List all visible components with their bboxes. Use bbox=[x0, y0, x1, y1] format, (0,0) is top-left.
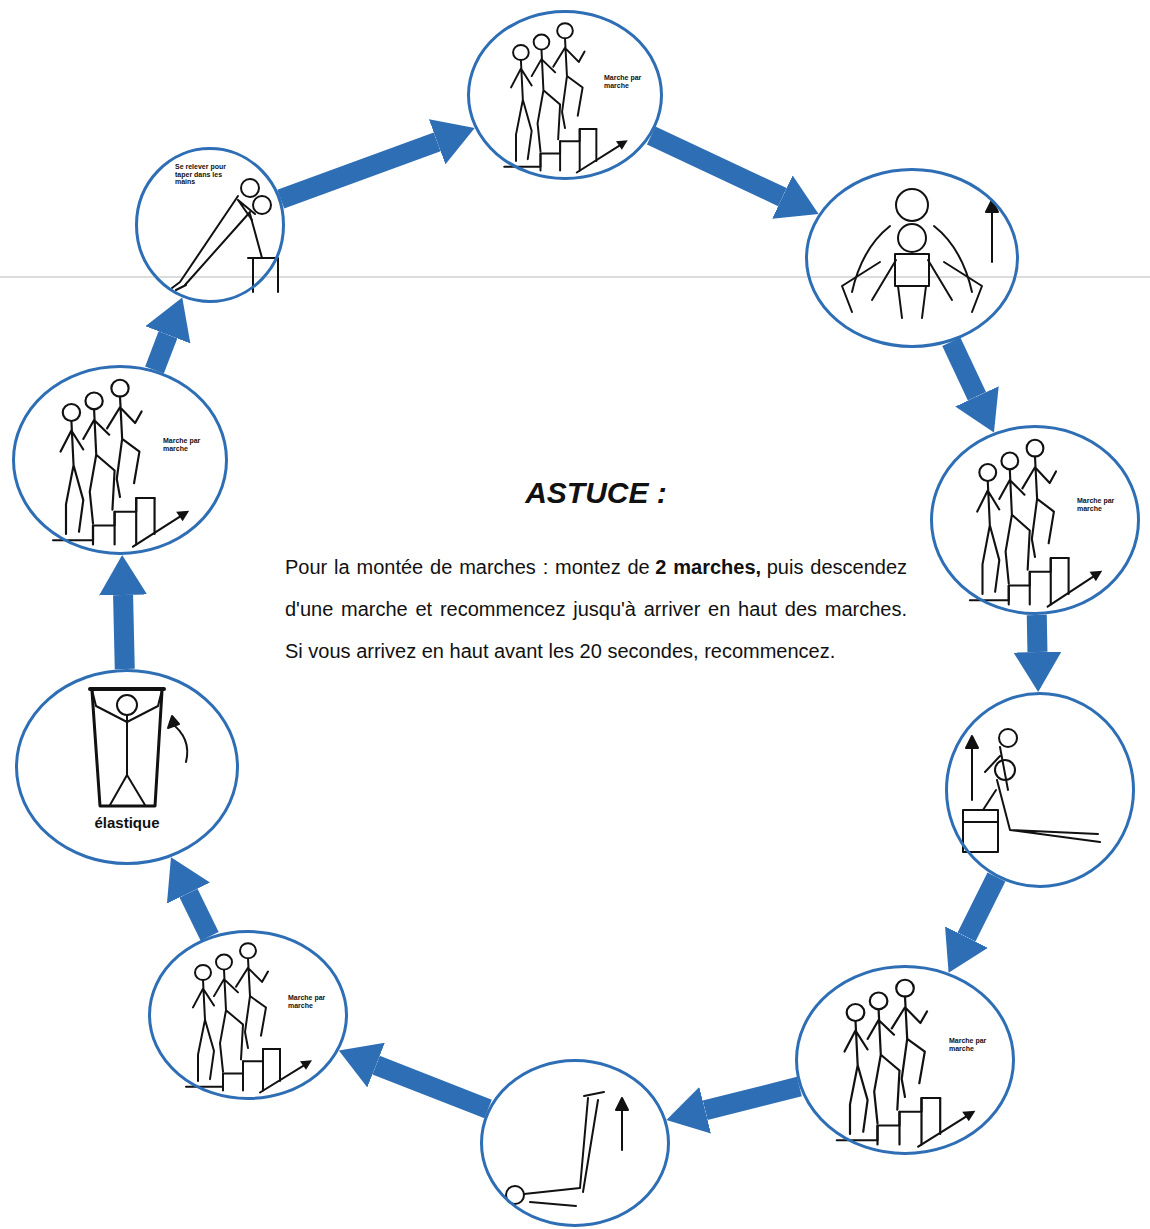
push-up-figure bbox=[172, 179, 278, 292]
circle-outline bbox=[480, 1059, 670, 1227]
figure-part bbox=[872, 260, 952, 318]
exercise-circle: Se relever pour taper dans les mains bbox=[135, 147, 285, 303]
circle-outline bbox=[947, 694, 1134, 887]
exercise-circle: élastique bbox=[15, 669, 239, 865]
figure-part bbox=[896, 189, 928, 221]
figure-part bbox=[117, 695, 137, 715]
circle-outline bbox=[12, 365, 228, 555]
exercise-circle: Marche par marche bbox=[795, 965, 1015, 1155]
figure-part bbox=[92, 691, 162, 806]
stairs-figure bbox=[53, 380, 189, 547]
flow-arrow bbox=[651, 135, 782, 197]
exercise-circle bbox=[945, 692, 1135, 888]
circle-outline bbox=[945, 692, 1135, 888]
exercise-circle: Marche par marche bbox=[12, 365, 228, 555]
exercise-label: Se relever pour taper dans les mains bbox=[175, 163, 237, 186]
stairs-figure bbox=[504, 23, 627, 172]
flow-arrow bbox=[951, 342, 977, 397]
circle-outline bbox=[17, 671, 238, 864]
figure-part bbox=[90, 687, 164, 691]
scan-line bbox=[0, 277, 1150, 278]
figure-part bbox=[168, 716, 179, 728]
figure-part bbox=[985, 747, 1008, 790]
figure-part bbox=[110, 775, 145, 805]
circle-outline bbox=[150, 932, 347, 1099]
circle-outline bbox=[469, 12, 662, 179]
flow-arrow bbox=[1027, 615, 1048, 652]
circle-outline bbox=[135, 147, 285, 303]
tip-text: 2 marches, bbox=[655, 556, 761, 578]
figure-part bbox=[92, 690, 162, 775]
figure-part bbox=[963, 810, 998, 852]
figure-part bbox=[966, 736, 978, 748]
leg-raise-figure bbox=[506, 1092, 628, 1206]
figure-part bbox=[898, 224, 926, 252]
stairs-figure bbox=[837, 980, 976, 1147]
exercise-circle: Marche par marche bbox=[930, 425, 1140, 615]
figure-part bbox=[616, 1098, 628, 1110]
flow-arrow bbox=[966, 877, 996, 937]
elastic-band-figure bbox=[90, 689, 187, 806]
exercise-label: Marche par marche bbox=[288, 994, 332, 1009]
exercise-circle bbox=[480, 1059, 670, 1227]
circle-outline bbox=[148, 930, 348, 1100]
flow-arrow bbox=[705, 1087, 799, 1111]
figure-part bbox=[172, 196, 255, 288]
figure-part bbox=[621, 1106, 623, 1150]
circle-outline bbox=[805, 168, 1019, 348]
figure-part bbox=[895, 254, 929, 286]
figure-part bbox=[241, 179, 259, 197]
exercise-circle bbox=[805, 168, 1019, 348]
exercise-label: Marche par marche bbox=[604, 74, 648, 89]
circle-outline bbox=[14, 367, 227, 554]
tip-text: Pour la montée de marches : montez de bbox=[285, 556, 650, 578]
stairs-figure bbox=[970, 440, 1102, 607]
exercise-circle: Marche par marche bbox=[148, 930, 348, 1100]
figure-part bbox=[991, 208, 993, 262]
flow-arrow bbox=[189, 893, 210, 936]
stairs-figure bbox=[186, 943, 312, 1092]
dips-figure bbox=[963, 729, 1100, 852]
circle-outline bbox=[932, 427, 1139, 614]
exercise-label: Marche par marche bbox=[1077, 497, 1121, 512]
figure-part bbox=[170, 722, 187, 762]
circle-outline bbox=[467, 10, 663, 180]
figure-part bbox=[524, 1092, 604, 1206]
exercise-circle: Marche par marche bbox=[467, 10, 663, 180]
exercise-label: Marche par marche bbox=[163, 437, 207, 452]
circle-outline bbox=[797, 967, 1014, 1154]
circle-outline bbox=[930, 425, 1140, 615]
tip-text: Pour la montée de marches : montez de2 m… bbox=[285, 546, 907, 672]
flow-arrow bbox=[154, 335, 167, 370]
tip-heading: ASTUCE : bbox=[285, 476, 907, 510]
figure-part bbox=[253, 196, 271, 214]
circle-outline bbox=[795, 965, 1015, 1155]
exercise-label: Marche par marche bbox=[949, 1037, 993, 1052]
flow-arrow bbox=[123, 595, 125, 669]
circle-outline bbox=[137, 149, 284, 302]
figure-part bbox=[983, 780, 1100, 842]
figure-part bbox=[971, 744, 973, 800]
flow-arrow bbox=[376, 1065, 488, 1109]
circle-outline bbox=[807, 170, 1018, 347]
flow-arrow bbox=[281, 142, 437, 199]
equipment-label: élastique bbox=[15, 815, 239, 832]
figure-part bbox=[999, 729, 1017, 747]
circle-outline bbox=[482, 1061, 669, 1226]
squat-jump-figure bbox=[842, 189, 998, 318]
circle-outline bbox=[15, 669, 239, 865]
